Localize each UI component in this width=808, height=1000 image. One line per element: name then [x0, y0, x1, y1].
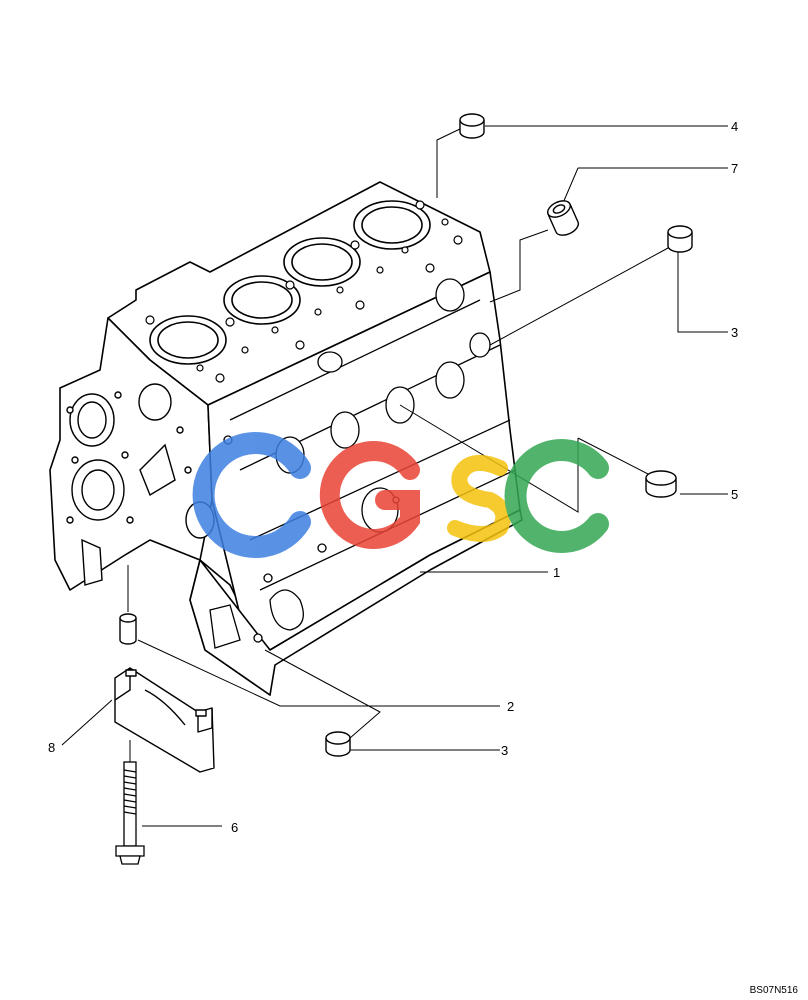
callout-1: 1 [553, 565, 560, 580]
callout-2: 2 [507, 699, 514, 714]
drawing-reference-code: BS07N516 [749, 985, 798, 996]
bolt-6 [115, 761, 145, 865]
plug-3-upper [667, 225, 693, 253]
bushing-7 [547, 200, 580, 236]
watermark-letter-1 [192, 432, 311, 558]
callout-3-upper: 3 [731, 325, 738, 340]
callout-6: 6 [231, 820, 238, 835]
main-bearing-cap-8 [114, 667, 215, 773]
deck-bolt-holes [145, 200, 463, 383]
callout-5: 5 [731, 487, 738, 502]
watermark-letter-4 [504, 439, 609, 553]
callout-8: 8 [48, 740, 55, 755]
callout-3-lower: 3 [501, 743, 508, 758]
watermark-letter-2 [319, 441, 420, 549]
cylinder-bores [149, 200, 431, 365]
callout-7: 7 [731, 161, 738, 176]
plug-4 [459, 113, 485, 139]
dowel-pin-2 [119, 613, 137, 645]
plug-3-lower [325, 731, 351, 757]
watermark-letter-3 [447, 454, 512, 542]
watermark-logo [192, 432, 609, 558]
front-face-features [66, 383, 215, 586]
plug-5 [645, 470, 677, 498]
callout-labels: 4 7 3 5 1 2 3 8 6 [48, 119, 738, 835]
callout-4: 4 [731, 119, 738, 134]
leader-lines [61, 125, 728, 827]
